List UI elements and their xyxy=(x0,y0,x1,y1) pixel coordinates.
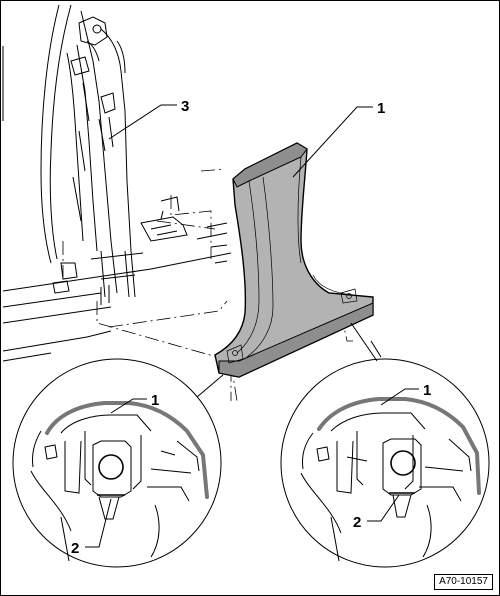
assembly-guide-lines xyxy=(62,168,353,402)
callout-clip-detail-left: 2 xyxy=(71,540,79,557)
detail-circle-left xyxy=(12,358,224,568)
callout-clip-detail-right: 2 xyxy=(353,514,361,531)
figure-reference-code: A70-10157 xyxy=(434,574,493,590)
pillar-trim-panel xyxy=(214,142,374,378)
callout-trim-main: 1 xyxy=(377,100,385,117)
vehicle-body xyxy=(2,4,232,362)
callout-leaders xyxy=(85,104,419,548)
callout-pillar-upper: 3 xyxy=(181,98,189,115)
detail-circle-right xyxy=(280,322,490,568)
callout-trim-detail-left: 1 xyxy=(151,392,159,409)
callout-trim-detail-right: 1 xyxy=(423,382,431,399)
